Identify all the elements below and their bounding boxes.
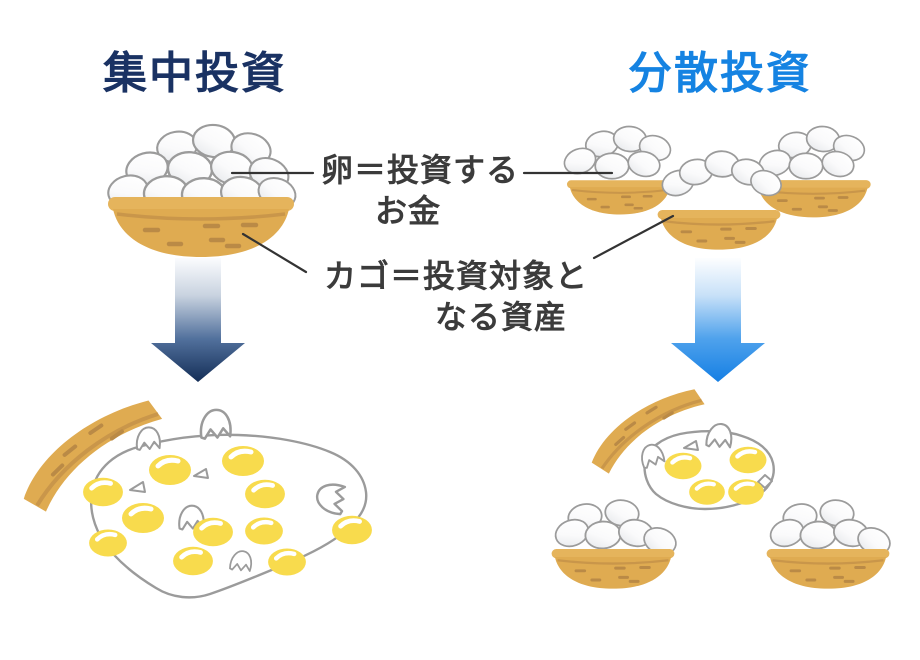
yolk-icon [268, 549, 306, 576]
down-arrow-right [671, 258, 765, 382]
shell-fragment-icon [757, 474, 773, 489]
left-title: 集中投資 [103, 49, 287, 98]
basket-annotation-line1: カゴ＝投資対象と [323, 258, 588, 294]
yolk-icon [245, 518, 283, 545]
right-title: 分散投資 [628, 49, 812, 98]
yolk-icon [730, 447, 767, 473]
spilled-eggs-right [637, 421, 775, 511]
yolk-icon [89, 530, 127, 557]
connector-basket-left [241, 232, 308, 274]
yolk-icon [245, 480, 285, 509]
spilled-eggs-left [83, 408, 372, 599]
shell-fragment-icon [193, 468, 209, 479]
safe-basket-bottom-left [550, 497, 681, 591]
yolk-icon [689, 479, 725, 505]
safe-basket-bottom-right [765, 497, 895, 591]
diversified-basket-back-right [753, 124, 873, 219]
yolk-icon [332, 516, 372, 545]
diversified-baskets [560, 124, 873, 252]
yolk-icon [149, 455, 191, 485]
egg-annotation-line1: 卵＝投資する [320, 152, 519, 188]
concentrated-basket [103, 121, 301, 257]
shell-fragment-icon [683, 440, 699, 451]
yolk-icon [193, 518, 233, 547]
eggshell-icon [704, 421, 735, 451]
diversified-basket-back-left [560, 124, 675, 216]
yolk-icon [222, 446, 264, 476]
yolk-icon [122, 503, 164, 533]
yolk-icon [665, 453, 702, 479]
down-arrow-left [151, 258, 245, 382]
egg-annotation-line2: お金 [374, 193, 441, 229]
yolk-icon [173, 547, 213, 576]
yolk-icon [728, 479, 764, 505]
egg-annotation: 卵＝投資する お金 [312, 150, 528, 232]
connector-basket-right [592, 214, 675, 260]
basket-annotation: カゴ＝投資対象と なる資産 [318, 256, 594, 338]
basket-annotation-line2: なる資産 [434, 299, 567, 335]
yolk-icon [83, 478, 123, 507]
shell-fragment-icon [129, 481, 146, 493]
